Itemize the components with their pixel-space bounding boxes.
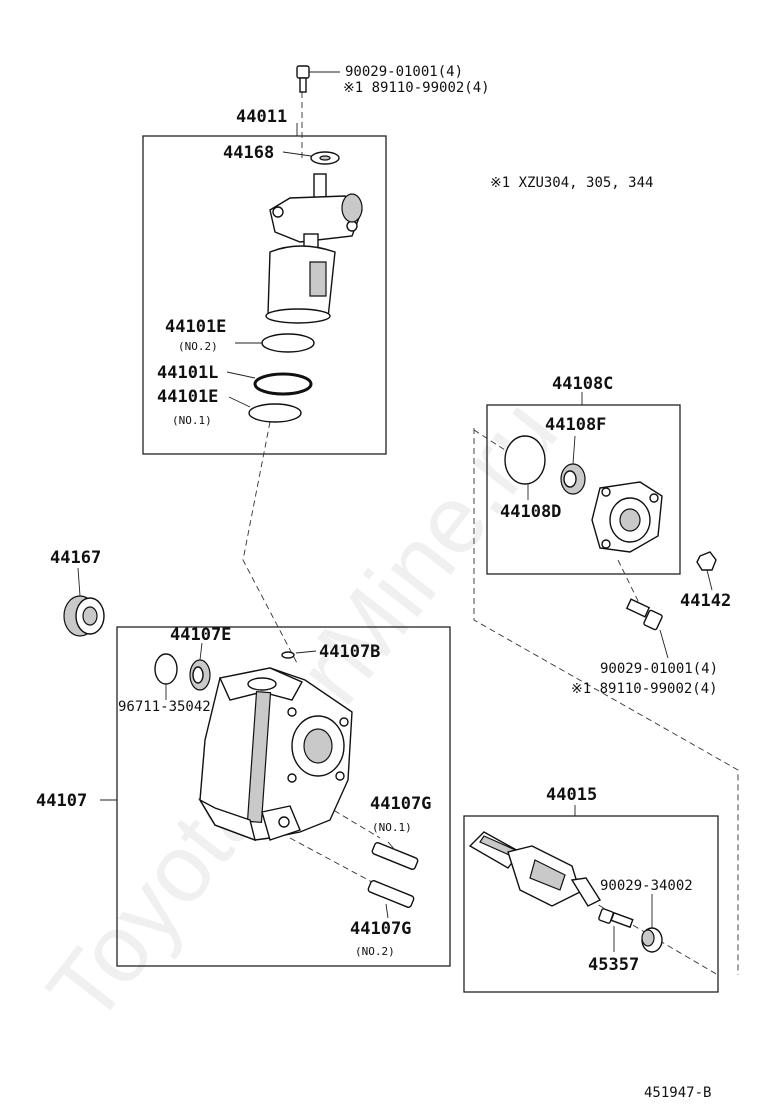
label-44108c: 44108C — [552, 374, 613, 394]
gear-housing-44107 — [198, 667, 353, 842]
valve-housing-44011 — [265, 151, 363, 324]
label-44015: 44015 — [546, 785, 597, 805]
label-90029-34002: 90029-34002 — [600, 878, 693, 894]
label-note: ※1 XZU304, 305, 344 — [490, 175, 653, 191]
label-44101e-no1: 44101E — [157, 387, 218, 407]
box-44011 — [142, 135, 387, 455]
label-no1-a: (NO.1) — [172, 414, 212, 427]
label-no1-b: (NO.1) — [372, 821, 412, 834]
seal-44167 — [63, 567, 105, 637]
label-44011: 44011 — [236, 107, 287, 127]
nut-44142 — [696, 551, 717, 591]
seal-44108f — [560, 463, 586, 495]
label-44108f: 44108F — [545, 415, 606, 435]
label-44101l: 44101L — [157, 363, 218, 383]
bolt-90029-01001-right — [625, 598, 669, 659]
label-44107e: 44107E — [170, 625, 231, 645]
stud-44107g-no2 — [367, 880, 415, 919]
box-44015 — [463, 815, 719, 993]
label-44167: 44167 — [50, 548, 101, 568]
box-44108c — [486, 404, 681, 575]
dash-oring-cover — [473, 429, 506, 451]
seal-44107e — [189, 642, 211, 691]
dash-cover-bolt — [617, 559, 641, 606]
lead-44101e-no1 — [228, 396, 251, 408]
label-96711-35042: 96711-35042 — [118, 699, 211, 715]
label-45357: 45357 — [588, 955, 639, 975]
lead-44108f — [572, 435, 576, 465]
cover-44108c — [591, 481, 663, 553]
label-top-bolt-1: 90029-01001(4) — [345, 64, 463, 80]
label-no2-b: (NO.2) — [355, 945, 395, 958]
o-ring-44101e-no2 — [261, 333, 315, 353]
lead-44107b — [295, 650, 317, 654]
o-ring-96711-35042 — [154, 653, 178, 685]
box-44107 — [116, 626, 451, 967]
label-44107b: 44107B — [319, 642, 380, 662]
stud-44107g-no1 — [371, 841, 419, 870]
label-44107: 44107 — [36, 791, 87, 811]
o-ring-44108d — [504, 435, 546, 485]
dash-right-axis — [473, 428, 739, 975]
diagram-id: 451947-B — [644, 1085, 711, 1101]
label-44168: 44168 — [223, 143, 274, 163]
cap-90029-34002 — [641, 894, 663, 953]
label-top-bolt-2: ※1 89110-99002(4) — [343, 80, 490, 96]
label-44101e-no2: 44101E — [165, 317, 226, 337]
dash-main-axis — [242, 421, 299, 666]
label-right-bolt-2: ※1 89110-99002(4) — [571, 681, 718, 697]
dash-stud-2 — [289, 837, 373, 883]
bolt-45357 — [598, 908, 634, 952]
ring-44101l — [253, 372, 313, 396]
label-no2-a: (NO.2) — [178, 340, 218, 353]
bolt-90029-01001-top — [296, 65, 340, 93]
o-ring-44101e-no1 — [248, 403, 302, 423]
washer-44168 — [282, 151, 312, 157]
label-44108d: 44108D — [500, 502, 561, 522]
label-right-bolt-1: 90029-01001(4) — [600, 661, 718, 677]
pinion-shaft-44015 — [468, 831, 602, 907]
o-ring-44107b — [281, 651, 295, 659]
lead-44101l — [226, 371, 256, 379]
label-44107g-no1: 44107G — [370, 794, 431, 814]
label-44107g-no2: 44107G — [350, 919, 411, 939]
label-44142: 44142 — [680, 591, 731, 611]
